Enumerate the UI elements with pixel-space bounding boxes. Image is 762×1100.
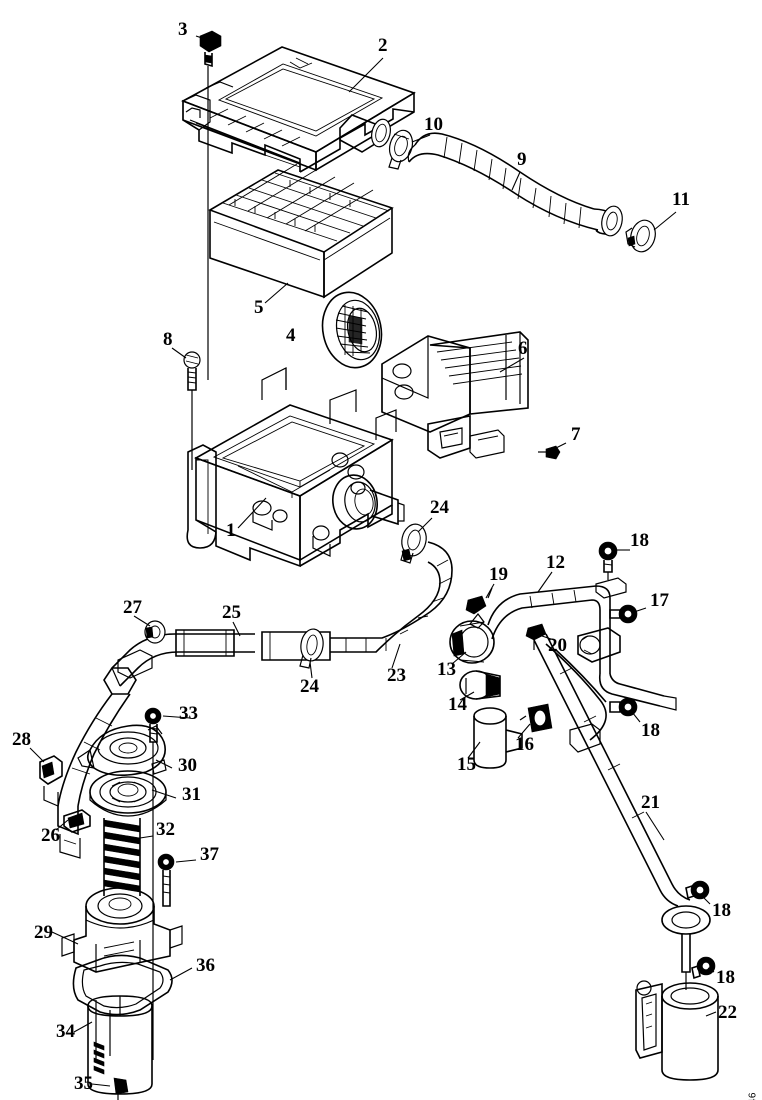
callout-28: 28: [12, 729, 31, 750]
part-pump-bolt-37: [157, 853, 175, 907]
callout-32: 32: [156, 819, 175, 840]
callout-2: 2: [378, 35, 388, 56]
callout-22: 22: [718, 1002, 737, 1023]
part-cylindrical-filter-15: [473, 707, 523, 769]
part-housing-outlet: [331, 452, 405, 530]
part-clamp-27: [144, 620, 166, 644]
callout-1: 1: [226, 520, 236, 541]
part-pulley-disc-31: [89, 770, 167, 817]
part-cover-bolt-33: [144, 707, 162, 752]
callout-33: 33: [179, 703, 198, 724]
callout-24a: 24: [430, 497, 449, 518]
callout-8: 8: [163, 329, 173, 350]
callout-37: 37: [200, 844, 219, 865]
part-connector-sleeve-14: [459, 670, 501, 700]
callout-30: 30: [178, 755, 197, 776]
callout-24b: 24: [300, 676, 319, 697]
callout-7: 7: [571, 424, 581, 445]
callout-15: 15: [457, 754, 476, 775]
callout-21: 21: [641, 792, 660, 813]
part-gasket-seal-36: [72, 954, 173, 1016]
callout-18b: 18: [641, 720, 660, 741]
diagram-id-code: 139246: [747, 1092, 758, 1100]
callout-16: 16: [515, 734, 534, 755]
part-pump-body-29: [61, 887, 183, 973]
part-clamp-26: [63, 809, 91, 833]
part-hose-clamp-24b: [299, 628, 324, 669]
part-long-bolt-8: [183, 351, 201, 470]
callout-27: 27: [123, 597, 142, 618]
callout-26: 26: [41, 825, 60, 846]
callout-18a: 18: [630, 530, 649, 551]
part-blower-fan: [321, 291, 383, 369]
callout-36: 36: [196, 955, 215, 976]
callout-3: 3: [178, 19, 188, 40]
part-bracket-screw-7: [538, 445, 561, 460]
callout-12: 12: [546, 552, 565, 573]
callout-9: 9: [517, 149, 527, 170]
callout-6: 6: [518, 338, 528, 359]
part-lower-duct-hose: [261, 541, 453, 661]
callout-23: 23: [387, 665, 406, 686]
part-long-coolant-pipe-21: [533, 633, 711, 990]
callout-19: 19: [489, 564, 508, 585]
part-pipe-clip-20: [525, 623, 547, 650]
part-reservoir-canister-22: [635, 956, 719, 1081]
callout-5: 5: [254, 297, 264, 318]
callout-31: 31: [182, 784, 201, 805]
callout-35: 35: [74, 1073, 93, 1094]
callout-29: 29: [34, 922, 53, 943]
part-connector-28: [39, 755, 63, 807]
part-intake-duct-hose: [407, 132, 623, 237]
part-air-filter-element: [208, 163, 394, 299]
callout-14: 14: [448, 694, 467, 715]
callout-18d: 18: [716, 967, 735, 988]
callout-10: 10: [424, 114, 443, 135]
part-air-cleaner-cover: [181, 46, 416, 173]
part-hose-clamp-11: [625, 219, 656, 253]
callout-20: 20: [548, 635, 567, 656]
part-clamp-16: [519, 703, 553, 733]
callout-18c: 18: [712, 900, 731, 921]
part-filter-canister-34: [87, 995, 153, 1095]
leader-lines: [29, 35, 717, 1087]
callout-25: 25: [222, 602, 241, 623]
part-drain-plug-35: [113, 1077, 129, 1100]
callout-4: 4: [286, 325, 296, 346]
callout-11: 11: [672, 189, 690, 210]
callout-17: 17: [650, 590, 669, 611]
part-hose-clamp-24a: [400, 523, 427, 564]
part-intake-housing-lower: [186, 367, 397, 568]
callout-13: 13: [437, 659, 456, 680]
part-return-pipe-25: [57, 629, 255, 859]
callout-34: 34: [56, 1021, 75, 1042]
part-mounting-bracket: [381, 331, 529, 459]
part-cover-bolt-3: [199, 30, 222, 380]
part-coolant-pipe-12: [487, 541, 677, 717]
part-hose-clamp-13: [449, 620, 495, 664]
